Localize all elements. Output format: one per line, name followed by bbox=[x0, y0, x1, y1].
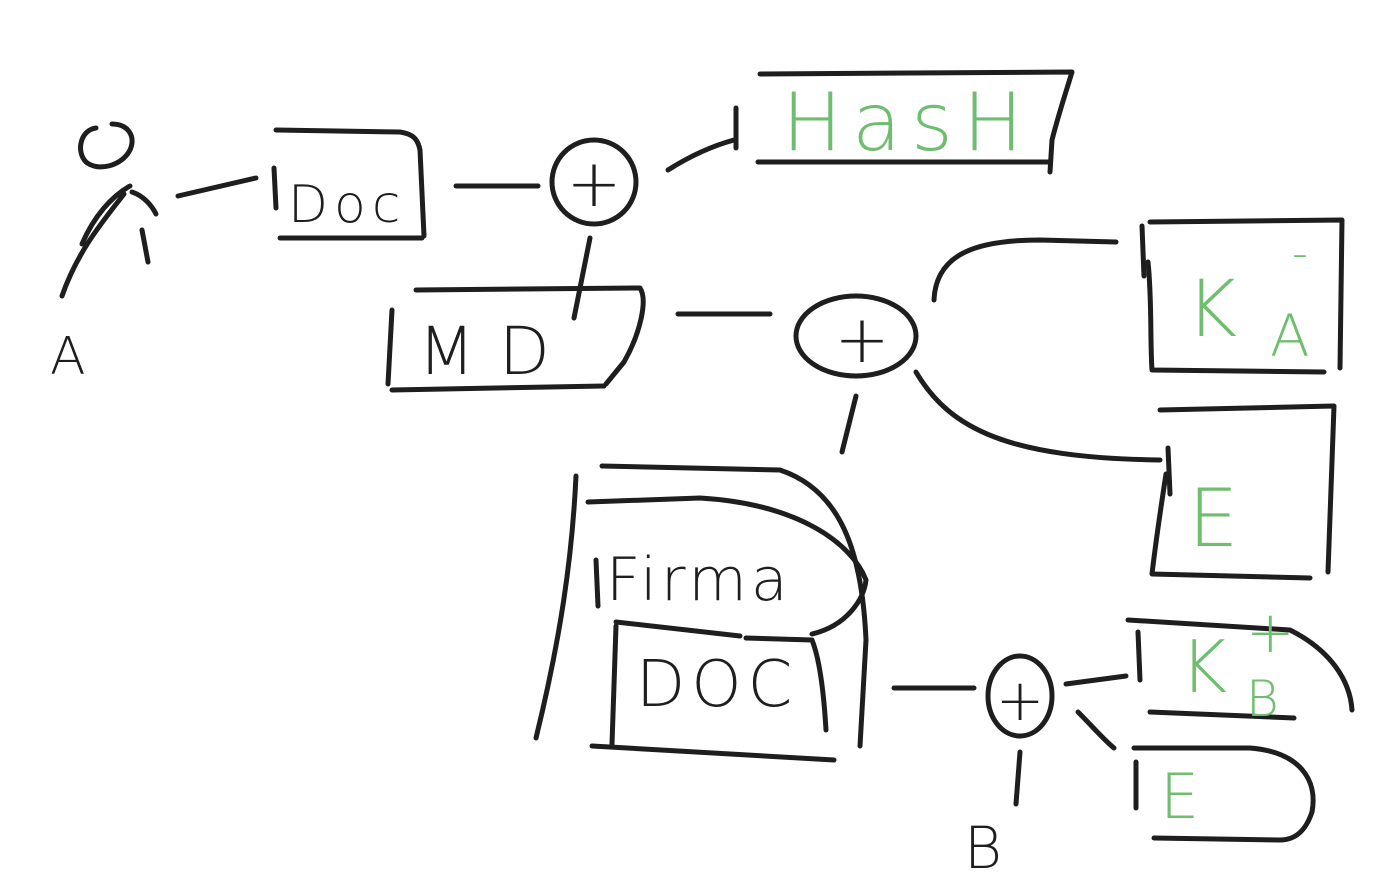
key-a-box bbox=[1145, 217, 1345, 375]
key-b-label: K bbox=[1180, 625, 1227, 709]
plus-1-sign: + bbox=[566, 145, 621, 222]
plus-2-circle bbox=[793, 293, 919, 379]
actor-b-label: B bbox=[964, 814, 1002, 882]
doc-top-label: Doc bbox=[288, 175, 406, 235]
e-bottom-box bbox=[1131, 745, 1316, 843]
connector-plus3-actor-b bbox=[1013, 749, 1023, 807]
actor-a-label: A bbox=[50, 327, 86, 387]
doc-top-box bbox=[271, 127, 427, 241]
connector-plus3-key-b bbox=[1063, 629, 1143, 687]
e-mid-label: E bbox=[1188, 472, 1239, 565]
key-b-superscript: + bbox=[1246, 598, 1295, 666]
connector-plus2-key-a bbox=[931, 223, 1147, 303]
connector-plus2-firma bbox=[839, 393, 859, 455]
firma-container bbox=[533, 463, 869, 749]
connector-plus3-e-bottom bbox=[1075, 709, 1117, 751]
connector-plus1-md bbox=[571, 235, 593, 321]
plus-1-circle bbox=[549, 137, 639, 227]
plus-3-sign: + bbox=[996, 666, 1045, 734]
plus-3-circle bbox=[985, 653, 1055, 739]
actor-a-figure bbox=[59, 121, 159, 299]
md-box bbox=[385, 285, 646, 393]
connector-actor-doc bbox=[175, 175, 259, 199]
doc-bottom-label: DOC bbox=[636, 648, 798, 722]
key-a-superscript: - bbox=[1292, 228, 1308, 279]
key-b-subscript: B bbox=[1246, 670, 1279, 728]
connector-plus2-e-mid bbox=[913, 369, 1173, 497]
e-mid-box bbox=[1149, 403, 1337, 581]
md-label: MD bbox=[418, 313, 574, 390]
hash-box bbox=[755, 69, 1075, 175]
firma-label: Firma bbox=[606, 545, 792, 615]
key-a-subscript: A bbox=[1270, 302, 1310, 370]
key-a-label: K bbox=[1186, 265, 1237, 355]
key-b-box bbox=[1125, 617, 1355, 721]
plus-2-sign: + bbox=[834, 301, 889, 378]
hash-label: HasH bbox=[782, 76, 1033, 169]
e-bottom-label: E bbox=[1160, 760, 1199, 833]
doc-bottom-box bbox=[589, 619, 837, 763]
connector-plus1-hash bbox=[665, 105, 739, 173]
